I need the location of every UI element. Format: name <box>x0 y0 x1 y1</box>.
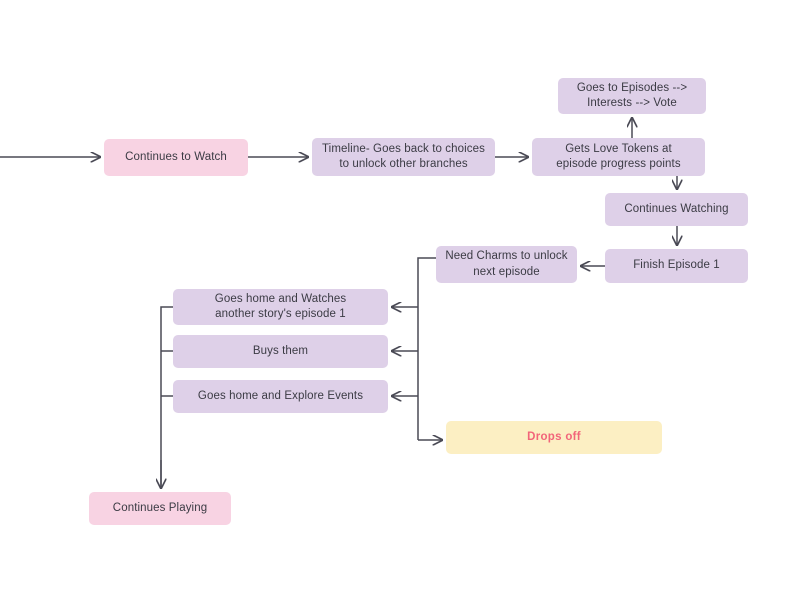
node-gets-love-tokens[interactable]: Gets Love Tokens at episode progress poi… <box>532 138 705 176</box>
node-label: Goes home and Watches another story's ep… <box>214 292 347 320</box>
node-buys-them[interactable]: Buys them <box>173 335 388 368</box>
node-goes-home-explore-events[interactable]: Goes home and Explore Events <box>173 380 388 413</box>
node-label: Continues Watching <box>624 202 729 215</box>
node-timeline-goes-back[interactable]: Timeline- Goes back to choices to unlock… <box>312 138 495 176</box>
edge-branches-collector <box>160 306 173 488</box>
node-label: Finish Episode 1 <box>633 259 720 272</box>
node-goes-home-watches-another[interactable]: Goes home and Watches another story's ep… <box>173 289 388 325</box>
node-continues-watching[interactable]: Continues Watching <box>605 193 748 226</box>
edge-need-charms-trunk <box>417 257 436 440</box>
node-label: Buys them <box>252 344 309 357</box>
node-need-charms[interactable]: Need Charms to unlock next episode <box>436 246 577 283</box>
node-finish-episode-1[interactable]: Finish Episode 1 <box>605 249 748 283</box>
node-label: Gets Love Tokens at episode progress poi… <box>556 142 681 170</box>
node-continues-playing[interactable]: Continues Playing <box>89 492 231 525</box>
node-continues-to-watch[interactable]: Continues to Watch <box>104 139 248 176</box>
node-goes-to-episodes-vote[interactable]: Goes to Episodes --> Interests --> Vote <box>558 78 706 114</box>
node-label: Goes to Episodes --> Interests --> Vote <box>576 81 688 109</box>
node-label: Continues to Watch <box>125 150 227 163</box>
node-label: Continues Playing <box>112 501 208 514</box>
node-label: Drops off <box>527 430 581 443</box>
node-label: Need Charms to unlock next episode <box>445 250 568 278</box>
node-label: Timeline- Goes back to choices to unlock… <box>321 142 485 170</box>
node-label: Goes home and Explore Events <box>197 389 364 402</box>
node-drops-off[interactable]: Drops off <box>446 421 662 454</box>
